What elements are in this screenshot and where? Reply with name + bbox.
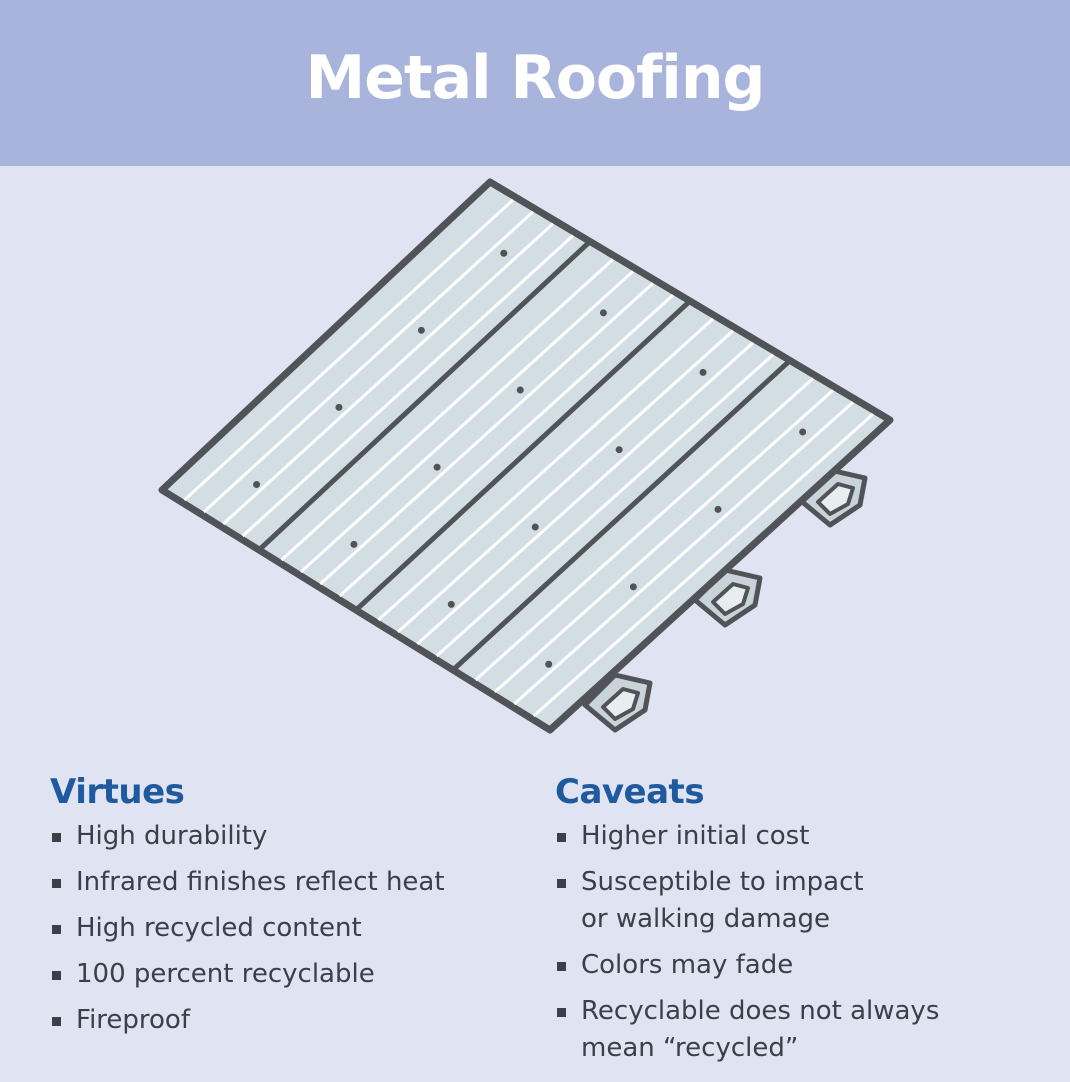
- list-item: High durability: [50, 818, 520, 855]
- list-item: Fireproof: [50, 1002, 520, 1039]
- list-item: Colors may fade: [555, 947, 1035, 984]
- bullet-icon: [52, 879, 61, 888]
- list-item: Recyclable does not always mean “recycle…: [555, 993, 1035, 1067]
- bullet-icon: [557, 833, 566, 842]
- list-item: High recycled content: [50, 910, 520, 947]
- bullet-icon: [52, 971, 61, 980]
- bullet-icon: [557, 879, 566, 888]
- list-item: 100 percent recyclable: [50, 956, 520, 993]
- virtues-section: Virtues High durability Infrared finishe…: [50, 772, 520, 1048]
- bullet-icon: [52, 1017, 61, 1026]
- virtues-list: High durability Infrared finishes reflec…: [50, 818, 520, 1039]
- caveats-section: Caveats Higher initial cost Susceptible …: [555, 772, 1035, 1076]
- bullet-icon: [557, 962, 566, 971]
- list-item: Higher initial cost: [555, 818, 1035, 855]
- caveats-heading: Caveats: [555, 772, 705, 812]
- bullet-icon: [52, 925, 61, 934]
- bullet-icon: [557, 1008, 566, 1017]
- bullet-icon: [52, 833, 61, 842]
- list-item: Infrared finishes reflect heat: [50, 864, 520, 901]
- virtues-heading: Virtues: [50, 772, 185, 812]
- list-item: Susceptible to impact or walking damage: [555, 864, 1035, 938]
- page-title: Metal Roofing: [305, 43, 765, 113]
- caveats-list: Higher initial cost Susceptible to impac…: [555, 818, 1035, 1067]
- header-banner: Metal Roofing: [0, 0, 1070, 166]
- metal-roof-panels-icon: [150, 170, 910, 745]
